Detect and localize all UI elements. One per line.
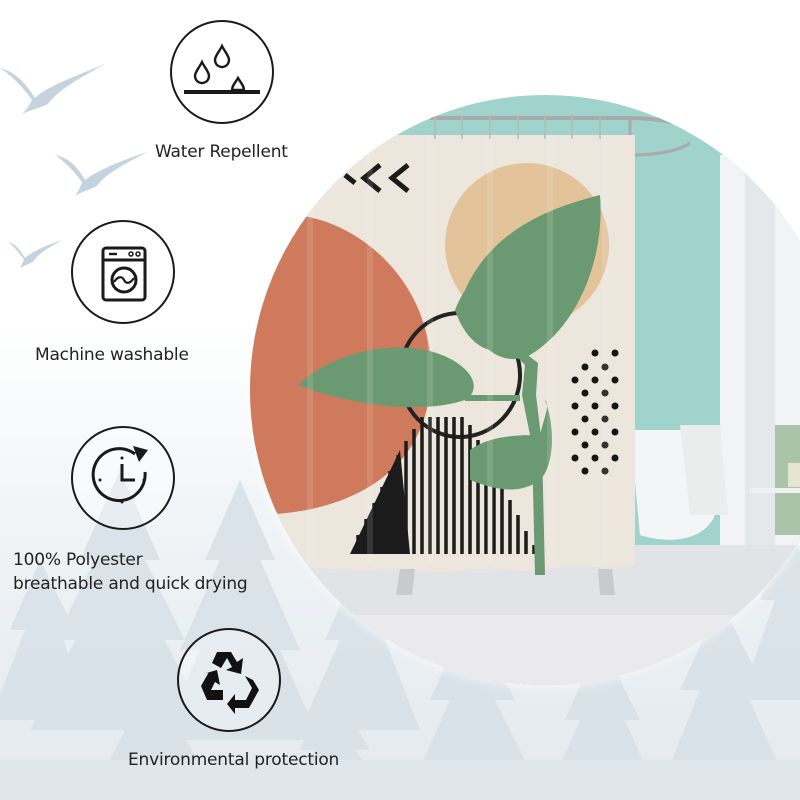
shower-curtain-scene (250, 95, 800, 685)
bird-icon (0, 64, 105, 114)
clock-refresh-icon (91, 446, 148, 504)
washing-machine-icon (101, 246, 147, 302)
machine-washable-label: Machine washable (35, 345, 189, 365)
quick-drying-badge (71, 426, 175, 530)
product-photo (250, 95, 800, 685)
machine-washable-badge (71, 220, 175, 324)
polyester-label: 100% Polyester (13, 550, 143, 570)
recycle-icon (201, 652, 259, 714)
bird-icon (55, 152, 147, 196)
water-drop-icon (184, 43, 260, 94)
quick-drying-label: breathable and quick drying (13, 574, 248, 594)
bird-icon (8, 240, 62, 268)
environmental-label: Environmental protection (128, 750, 340, 770)
